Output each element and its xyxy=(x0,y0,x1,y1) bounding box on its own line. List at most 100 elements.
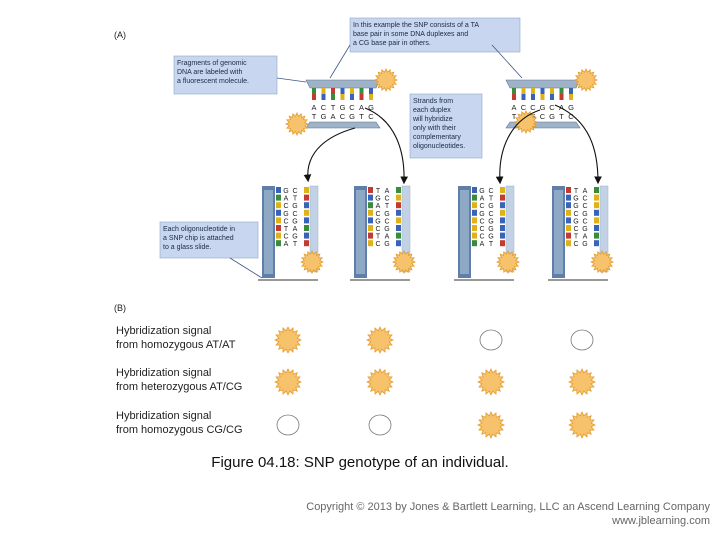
leader-line xyxy=(491,44,523,79)
oligo-base xyxy=(472,187,477,193)
oligo-base xyxy=(396,187,401,193)
oligo-letter: T xyxy=(385,203,390,210)
oligo-letter: C xyxy=(488,188,493,195)
snp-callout: In this example the SNP consists of a TA… xyxy=(349,17,521,53)
fragment-left-letter-bottom: T xyxy=(312,112,317,121)
oligo-base xyxy=(472,209,477,216)
oligo-base xyxy=(368,232,373,239)
oligo-base xyxy=(304,232,309,239)
oligo-letter: C xyxy=(283,218,288,225)
snp-callout-text: In this example the SNP consists of a TA xyxy=(353,22,479,29)
chip-callout-text: to a glass slide. xyxy=(163,244,211,251)
oligo-base xyxy=(594,194,599,201)
fragment-left-letter-bottom: G xyxy=(321,112,327,121)
fluorescent-spot-icon xyxy=(274,368,302,396)
hybrid-strand-backbone xyxy=(309,185,319,273)
oligo-base xyxy=(304,240,309,247)
oligo-letter: C xyxy=(573,241,578,248)
oligo-base xyxy=(500,217,505,224)
oligo-letter: C xyxy=(582,203,587,210)
oligo-letter: C xyxy=(488,211,493,218)
oligo-letter: G xyxy=(573,218,578,225)
fragment-left-backbone-bottom xyxy=(305,121,381,129)
oligo-base xyxy=(594,209,599,216)
chip-callout: Each oligonucleotide ina SNP chip is att… xyxy=(159,221,259,259)
oligo-base xyxy=(368,217,373,224)
oligo-letter: T xyxy=(574,234,579,241)
oligo-letter: G xyxy=(582,211,587,218)
oligo-base xyxy=(472,225,477,231)
fragment-left-base-top xyxy=(340,88,345,94)
dna-fragments: ATCGTAGCCGATGCATCGCGGCCGATGC xyxy=(285,68,598,136)
oligo-letter: G xyxy=(582,241,587,248)
oligo-letter: G xyxy=(292,218,297,225)
fragment-left-letter-top: G xyxy=(368,103,374,112)
oligo-letter: A xyxy=(284,196,289,203)
fragment-left-letter-bottom: C xyxy=(368,112,374,121)
fragment-left-base-bottom xyxy=(331,94,335,100)
glass-slide-face xyxy=(460,190,469,274)
oligo-letter: C xyxy=(573,226,578,233)
oligo-base xyxy=(500,209,505,216)
fragment-right-base-top xyxy=(540,88,545,94)
oligo-base xyxy=(396,209,401,216)
oligo-base xyxy=(276,232,281,239)
oligo-letter: C xyxy=(292,211,297,218)
oligo-base xyxy=(500,225,505,231)
oligo-letter: C xyxy=(292,188,297,195)
oligo-letter: G xyxy=(292,203,297,210)
panel-b-label: (B) xyxy=(114,303,126,313)
fluorescent-label-icon xyxy=(590,250,614,274)
fragment-left-backbone-top xyxy=(305,79,381,89)
fragment-right-base-top xyxy=(512,88,516,94)
oligo-letter: C xyxy=(384,218,389,225)
oligo-base xyxy=(566,217,571,224)
oligo-letter: G xyxy=(283,188,288,195)
strands-callout-box xyxy=(409,93,483,159)
oligo-base xyxy=(304,225,309,231)
oligo-letter: G xyxy=(573,196,578,203)
oligo-letter: C xyxy=(283,203,288,210)
fragment-left-base-bottom xyxy=(369,94,373,100)
oligo-base xyxy=(566,232,571,239)
oligo-letter: C xyxy=(384,196,389,203)
fragment-left-base-bottom xyxy=(340,94,345,100)
fragment-right-letter-top: C xyxy=(530,103,536,112)
oligo-letter: G xyxy=(384,211,389,218)
oligo-letter: A xyxy=(385,188,390,195)
snp-callout-box xyxy=(349,17,521,53)
oligo-base xyxy=(396,232,401,239)
oligo-letter: A xyxy=(284,241,289,248)
website-link[interactable]: www.jblearning.com xyxy=(612,515,710,527)
fluorescent-spot-icon xyxy=(477,411,505,439)
oligo-letter: G xyxy=(292,234,297,241)
oligo-letter: G xyxy=(479,188,484,195)
oligo-base xyxy=(276,194,281,201)
row-label-line1: Hybridization signal xyxy=(116,325,211,337)
fluorescent-label-icon xyxy=(300,250,324,274)
oligo-base xyxy=(594,225,599,231)
hybrid-strand-backbone xyxy=(505,185,515,273)
figure-caption: Figure 04.18: SNP genotype of an individ… xyxy=(211,454,509,471)
leader-line xyxy=(329,44,351,79)
fragment-left-letter-top: C xyxy=(349,103,355,112)
oligo-letter: G xyxy=(582,226,587,233)
oligo-letter: A xyxy=(480,241,485,248)
oligo-base xyxy=(396,194,401,201)
oligo-base xyxy=(566,202,571,209)
fragment-right-base-top xyxy=(531,88,535,94)
oligo-letter: G xyxy=(479,211,484,218)
oligo-base xyxy=(368,225,373,231)
oligo-base xyxy=(304,217,309,224)
arrow-right-to-slide3 xyxy=(495,109,541,185)
row-label-line1: Hybridization signal xyxy=(116,367,211,379)
fragment-right-base-bottom xyxy=(531,94,535,100)
oligo-letter: C xyxy=(375,226,380,233)
oligo-letter: G xyxy=(283,211,288,218)
strands-callout-text: will hybridize xyxy=(412,116,453,123)
chip-callout-text: Each oligonucleotide in xyxy=(163,226,235,233)
